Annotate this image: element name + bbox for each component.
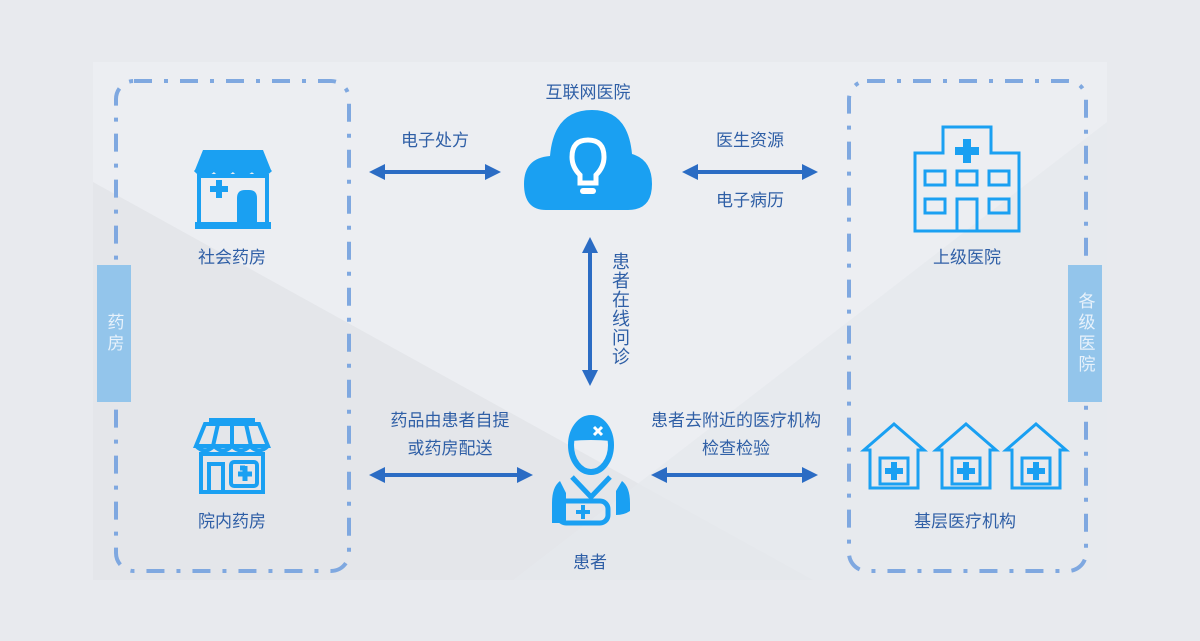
internet-hospital-title: 互联网医院 — [545, 83, 631, 103]
background-shading — [93, 122, 1107, 580]
hospitals-tab: 各级医院 — [1068, 265, 1102, 402]
pharmacy-icon — [193, 418, 271, 494]
cloud-icon — [524, 110, 652, 210]
doctor-resource-label: 医生资源 — [716, 131, 784, 151]
lightbulb-icon — [569, 137, 607, 194]
patient-icon — [552, 415, 630, 526]
nearby-exam-label-2: 检查检验 — [702, 439, 770, 459]
drug-delivery-label-1: 药品由患者自提 — [390, 411, 510, 431]
upper-hospital-label: 上级医院 — [933, 248, 1001, 268]
e-prescription-label: 电子处方 — [401, 131, 469, 151]
patient-label: 患者 — [573, 553, 607, 573]
online-consult-label: 患者在线问诊 — [609, 252, 630, 366]
hospital-pharmacy-label: 院内药房 — [198, 512, 266, 532]
drug-delivery-label-2: 或药房配送 — [407, 439, 493, 459]
emr-label: 电子病历 — [716, 191, 784, 211]
clinic-houses-icon — [859, 422, 1071, 490]
nearby-exam-label-1: 患者去附近的医疗机构 — [651, 411, 821, 431]
clinic-house-icon — [931, 422, 1001, 490]
clinic-house-icon — [859, 422, 929, 490]
hospital-building-icon — [913, 125, 1021, 233]
pharmacy-tab: 药房 — [97, 265, 131, 402]
storefront-icon — [193, 150, 273, 229]
primary-care-label: 基层医疗机构 — [914, 512, 1016, 532]
hospital-group-box — [847, 79, 1088, 573]
community-pharmacy-label: 社会药房 — [198, 248, 266, 268]
clinic-house-icon — [1001, 422, 1071, 490]
